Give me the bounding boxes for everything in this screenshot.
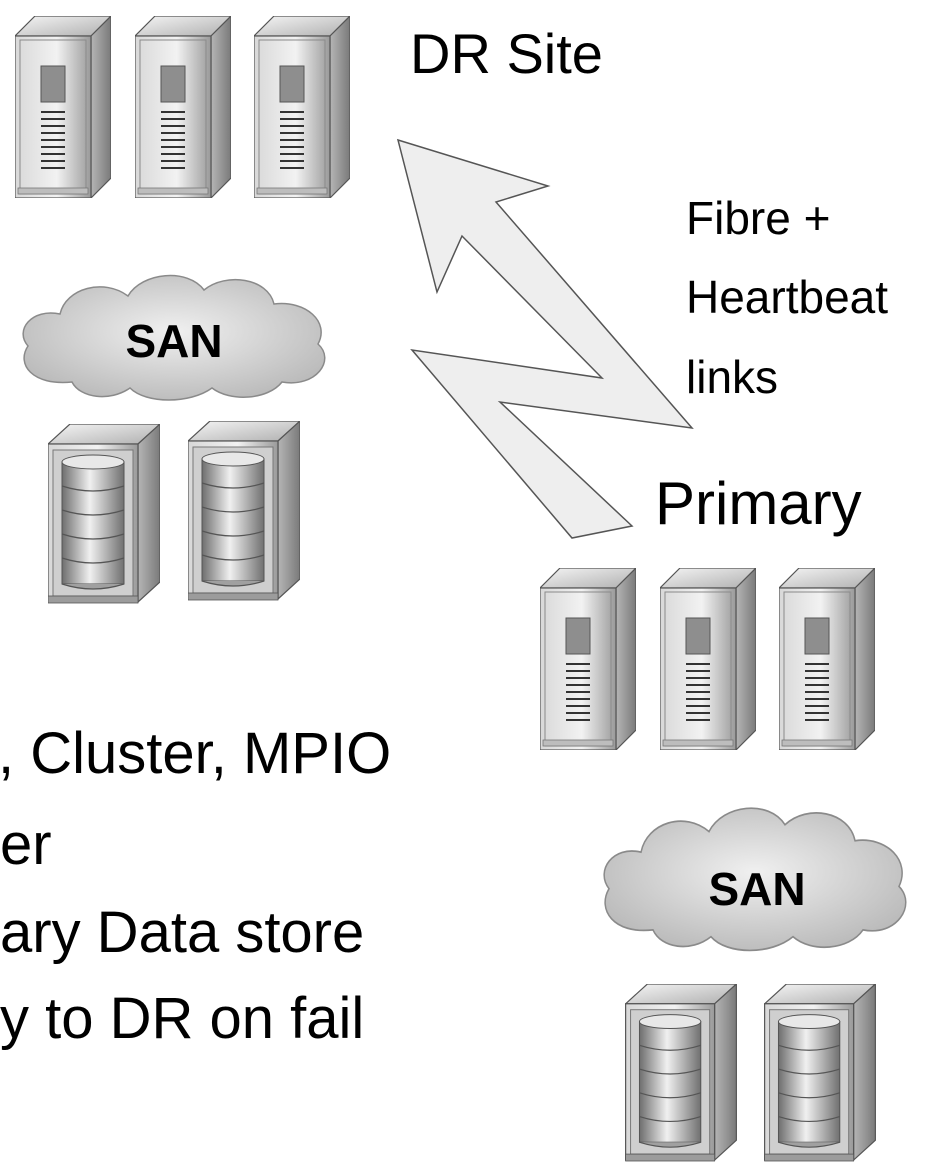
primary-site-label: Primary (655, 470, 862, 537)
bullet-line-2: er (0, 812, 52, 877)
dr-san-label: SAN (125, 315, 223, 367)
primary-storage-2 (764, 984, 876, 1162)
primary-server-1 (540, 568, 636, 750)
dr-storage-1 (48, 424, 160, 604)
bullet-line-1: , Cluster, MPIO (0, 721, 392, 786)
primary-server-3 (779, 568, 875, 750)
link-label-line-3: links (686, 351, 779, 403)
dr-site-label: DR Site (410, 22, 603, 85)
link-label-line-2: Heartbeat (686, 271, 889, 323)
bullet-line-4: y to DR on fail (0, 986, 365, 1051)
primary-storage-1 (625, 984, 737, 1162)
link-label-line-1: Fibre + (686, 192, 831, 244)
primary-server-2 (660, 568, 756, 750)
dr-storage-2 (188, 421, 300, 601)
primary-san-label: SAN (708, 863, 806, 915)
bullet-line-3: ary Data store (0, 900, 365, 965)
